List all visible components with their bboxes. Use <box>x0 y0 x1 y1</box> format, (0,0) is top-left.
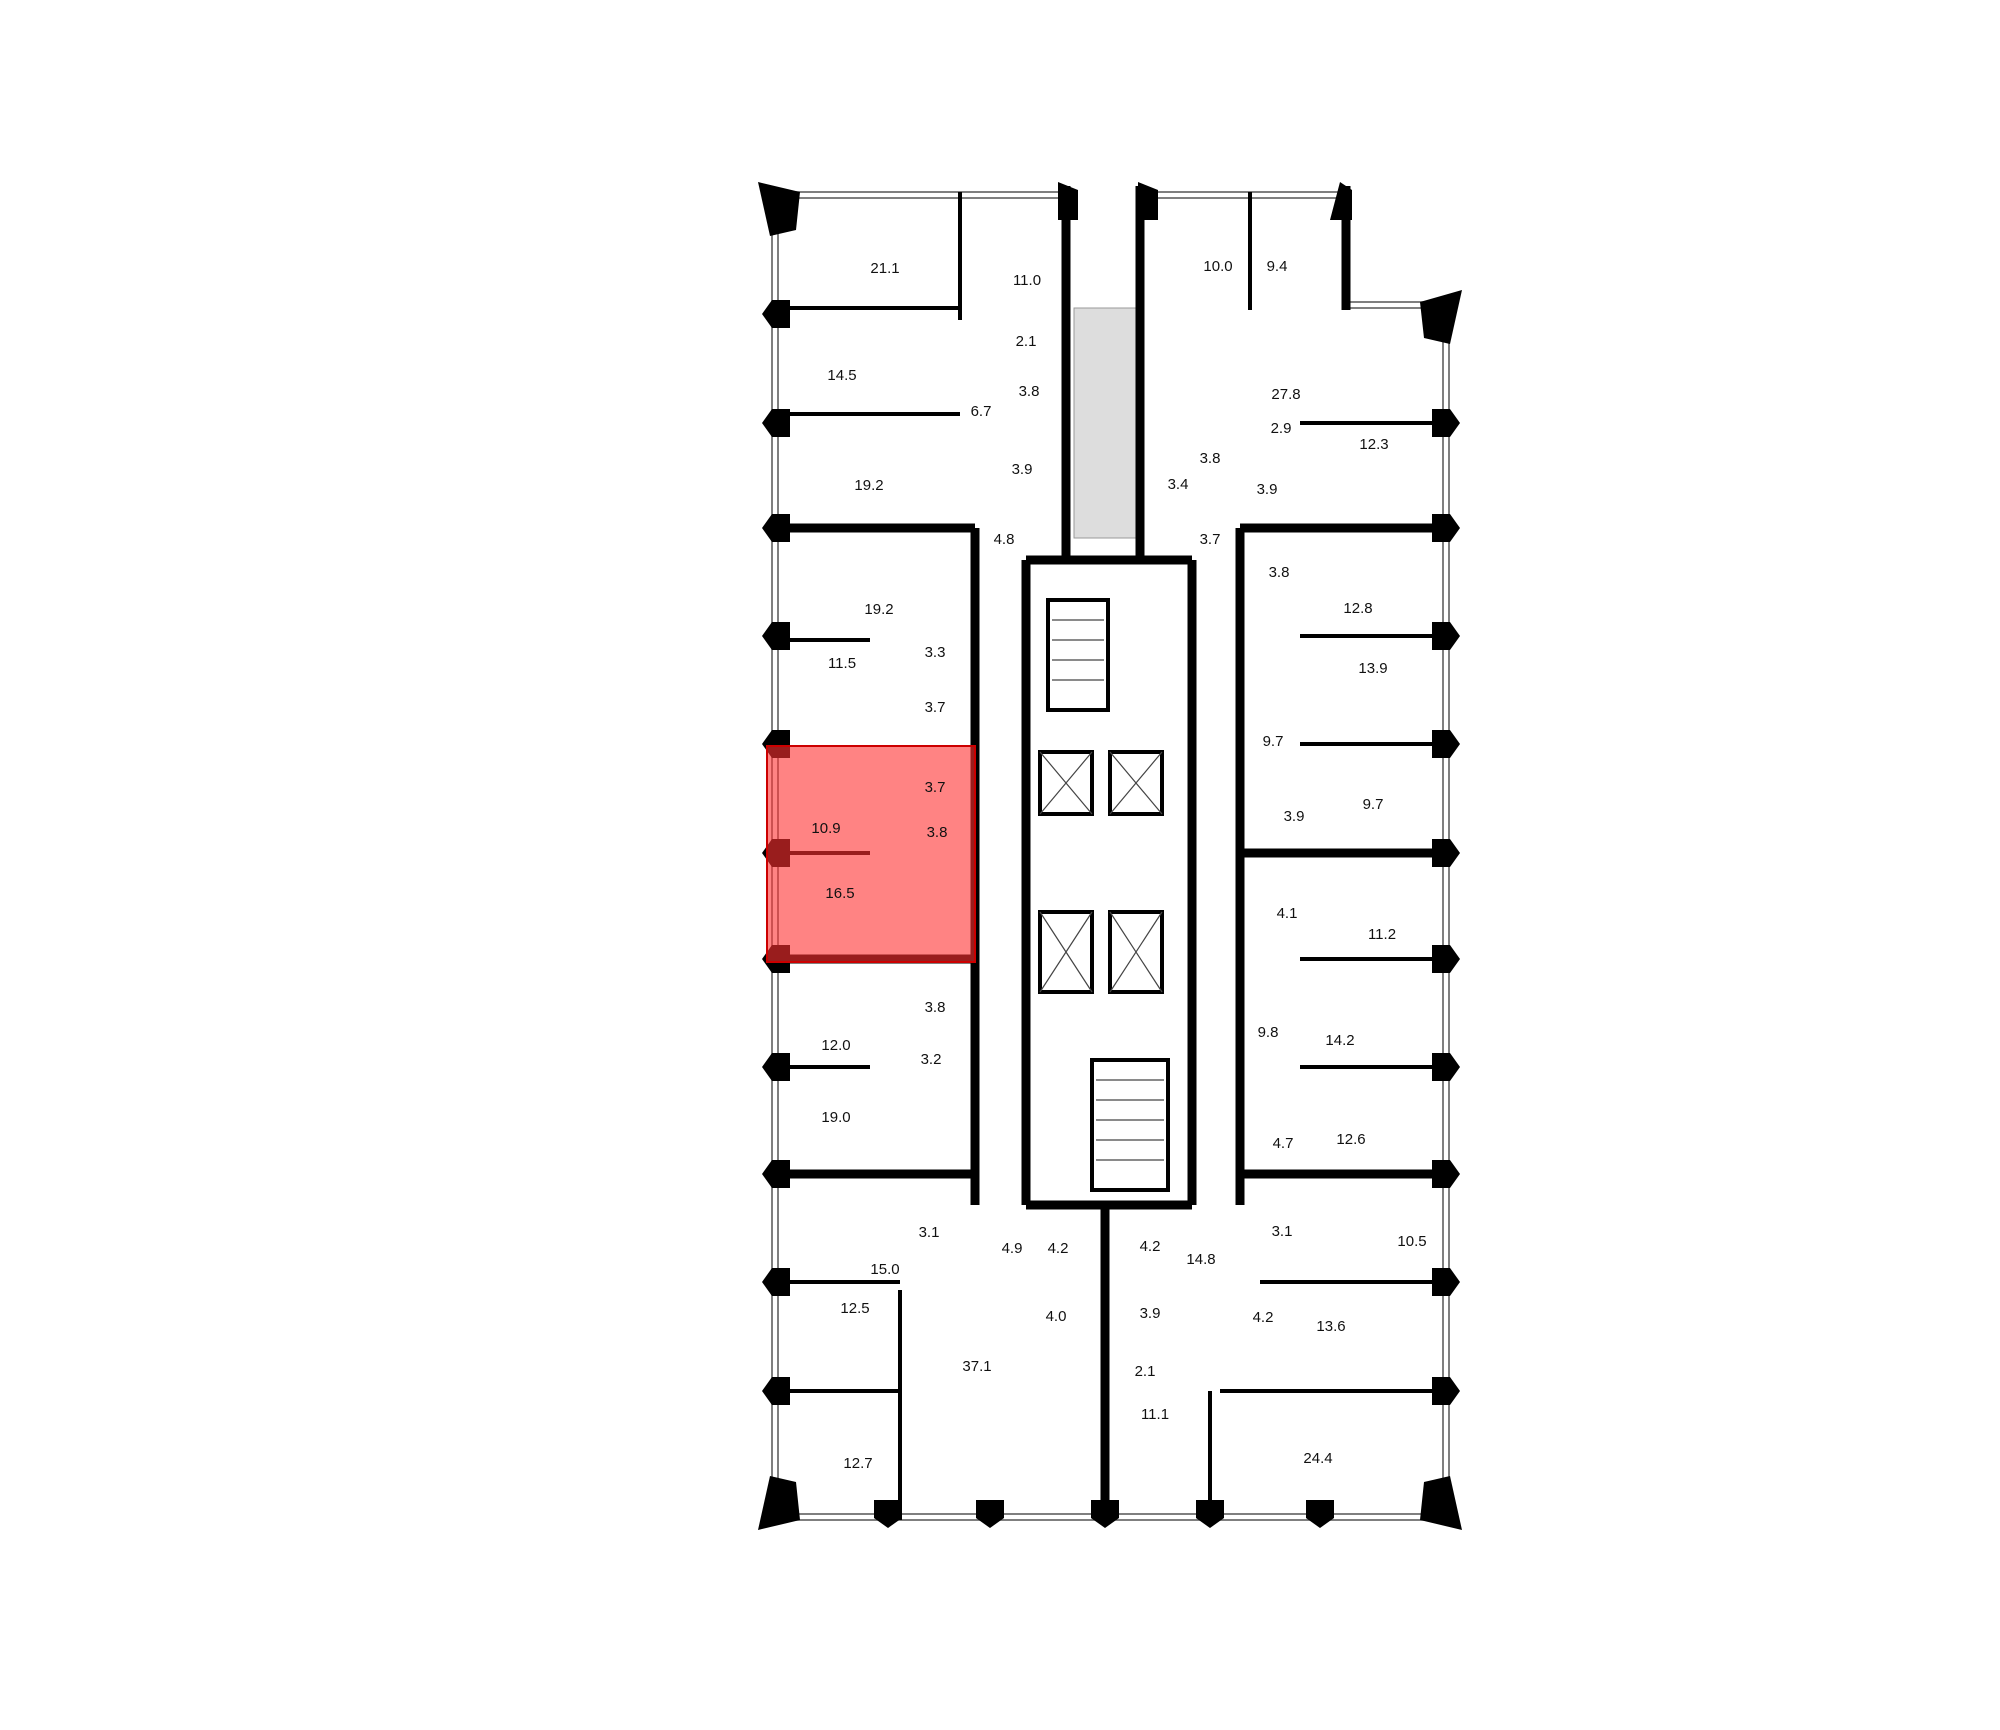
room-area: 4.8 <box>994 531 1015 548</box>
room-area: 4.2 <box>1253 1309 1274 1326</box>
column <box>1432 945 1460 973</box>
column <box>1432 839 1460 867</box>
room-area: 14.2 <box>1325 1032 1354 1049</box>
room-area: 19.0 <box>821 1109 850 1126</box>
room-area: 12.0 <box>821 1037 850 1054</box>
room-area: 9.7 <box>1263 733 1284 750</box>
building-core <box>1038 598 1170 1192</box>
room-area: 14.5 <box>827 367 856 384</box>
column <box>874 1500 902 1528</box>
right-columns <box>1432 409 1460 1405</box>
room-area: 2.1 <box>1135 1363 1156 1380</box>
column <box>976 1500 1004 1528</box>
room-area: 3.8 <box>925 999 946 1016</box>
column <box>1432 1160 1460 1188</box>
column <box>762 1160 790 1188</box>
room-area: 10.0 <box>1203 258 1232 275</box>
room-area: 2.1 <box>1016 333 1037 350</box>
room-area: 12.7 <box>843 1455 872 1472</box>
room-labels-right: 10.0 9.4 27.8 2.9 12.3 3.8 3.4 3.9 3.7 3… <box>1135 258 1427 1467</box>
room-area: 11.5 <box>828 655 856 672</box>
column <box>762 514 790 542</box>
room-area: 16.5 <box>825 885 854 902</box>
room-area: 3.2 <box>921 1051 942 1068</box>
room-area: 4.2 <box>1048 1240 1069 1257</box>
stair-shaft <box>1073 307 1139 539</box>
room-area: 3.3 <box>925 644 946 661</box>
room-area: 3.8 <box>1019 383 1040 400</box>
room-area: 9.8 <box>1258 1024 1279 1041</box>
room-area: 10.5 <box>1397 1233 1426 1250</box>
room-area: 11.2 <box>1368 926 1396 943</box>
room-area: 3.9 <box>1257 481 1278 498</box>
room-labels-left: 21.1 11.0 14.5 2.1 3.8 6.7 19.2 3.9 4.8 … <box>821 260 1068 1472</box>
room-area: 3.9 <box>1284 808 1305 825</box>
column <box>1432 514 1460 542</box>
room-area: 4.1 <box>1277 905 1298 922</box>
column <box>762 1377 790 1405</box>
room-area: 3.8 <box>927 824 948 841</box>
room-area: 21.1 <box>870 260 899 277</box>
room-area: 3.8 <box>1200 450 1221 467</box>
room-area: 24.4 <box>1303 1450 1332 1467</box>
column <box>1432 622 1460 650</box>
column <box>1432 730 1460 758</box>
room-area: 10.9 <box>811 820 840 837</box>
room-area: 4.2 <box>1140 1238 1161 1255</box>
room-area: 3.1 <box>1272 1223 1293 1240</box>
room-area: 9.7 <box>1363 796 1384 813</box>
column <box>1432 409 1460 437</box>
selected-apartment-labels: 3.7 10.9 3.8 16.5 <box>811 779 947 902</box>
room-area: 12.5 <box>840 1300 869 1317</box>
room-area: 19.2 <box>854 477 883 494</box>
bottom-columns <box>874 1500 1334 1528</box>
column <box>1432 1377 1460 1405</box>
room-area: 13.6 <box>1316 1318 1345 1335</box>
room-area: 12.8 <box>1343 600 1372 617</box>
room-area: 11.1 <box>1141 1406 1169 1423</box>
column <box>1091 1500 1119 1528</box>
column <box>1432 1268 1460 1296</box>
column <box>762 409 790 437</box>
room-area: 12.3 <box>1359 436 1388 453</box>
room-area: 3.7 <box>1200 531 1221 548</box>
room-area: 4.0 <box>1046 1308 1067 1325</box>
columns <box>758 182 1462 1530</box>
column <box>1432 1053 1460 1081</box>
room-area: 9.4 <box>1267 258 1288 275</box>
room-area: 13.9 <box>1358 660 1387 677</box>
room-area: 3.7 <box>925 779 946 796</box>
column <box>762 1268 790 1296</box>
column <box>762 300 790 328</box>
room-area: 3.1 <box>919 1224 940 1241</box>
column <box>762 1053 790 1081</box>
room-area: 2.9 <box>1271 420 1292 437</box>
room-area: 3.7 <box>925 699 946 716</box>
walls <box>772 186 1449 1520</box>
room-area: 3.4 <box>1168 476 1189 493</box>
room-area: 12.6 <box>1336 1131 1365 1148</box>
column <box>1196 1500 1224 1528</box>
room-area: 14.8 <box>1186 1251 1215 1268</box>
room-area: 3.9 <box>1012 461 1033 478</box>
room-area: 15.0 <box>870 1261 899 1278</box>
room-area: 19.2 <box>864 601 893 618</box>
room-area: 27.8 <box>1271 386 1300 403</box>
selected-apartment-highlight[interactable] <box>766 745 976 963</box>
room-area: 11.0 <box>1013 272 1041 289</box>
column <box>762 622 790 650</box>
room-area: 4.9 <box>1002 1240 1023 1257</box>
room-area: 3.9 <box>1140 1305 1161 1322</box>
room-area: 3.8 <box>1269 564 1290 581</box>
room-area: 6.7 <box>971 403 992 420</box>
room-area: 37.1 <box>962 1358 991 1375</box>
room-area: 4.7 <box>1273 1135 1294 1152</box>
column <box>1306 1500 1334 1528</box>
